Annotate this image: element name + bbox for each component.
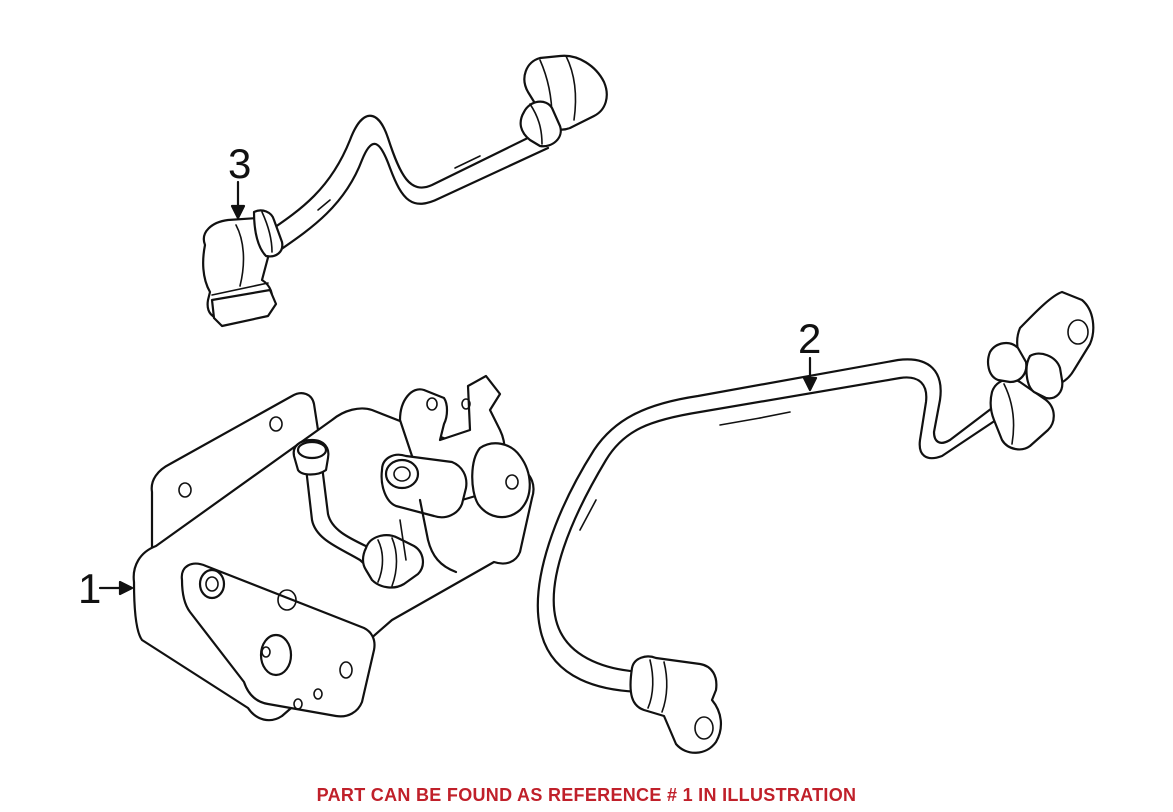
hose-part-3 [202,54,608,328]
callout-label-1: 1 [78,565,102,612]
callout-2-arrowhead [802,376,818,392]
oil-cooler-part-1 [132,374,535,722]
pipe-part-2 [536,290,1095,754]
callout-3-arrowhead [230,204,246,220]
reference-note: PART CAN BE FOUND AS REFERENCE # 1 IN IL… [316,785,857,805]
callout-label-2: 2 [798,315,822,362]
callout-label-3: 3 [228,140,252,187]
callout-1-arrowhead [118,580,134,596]
